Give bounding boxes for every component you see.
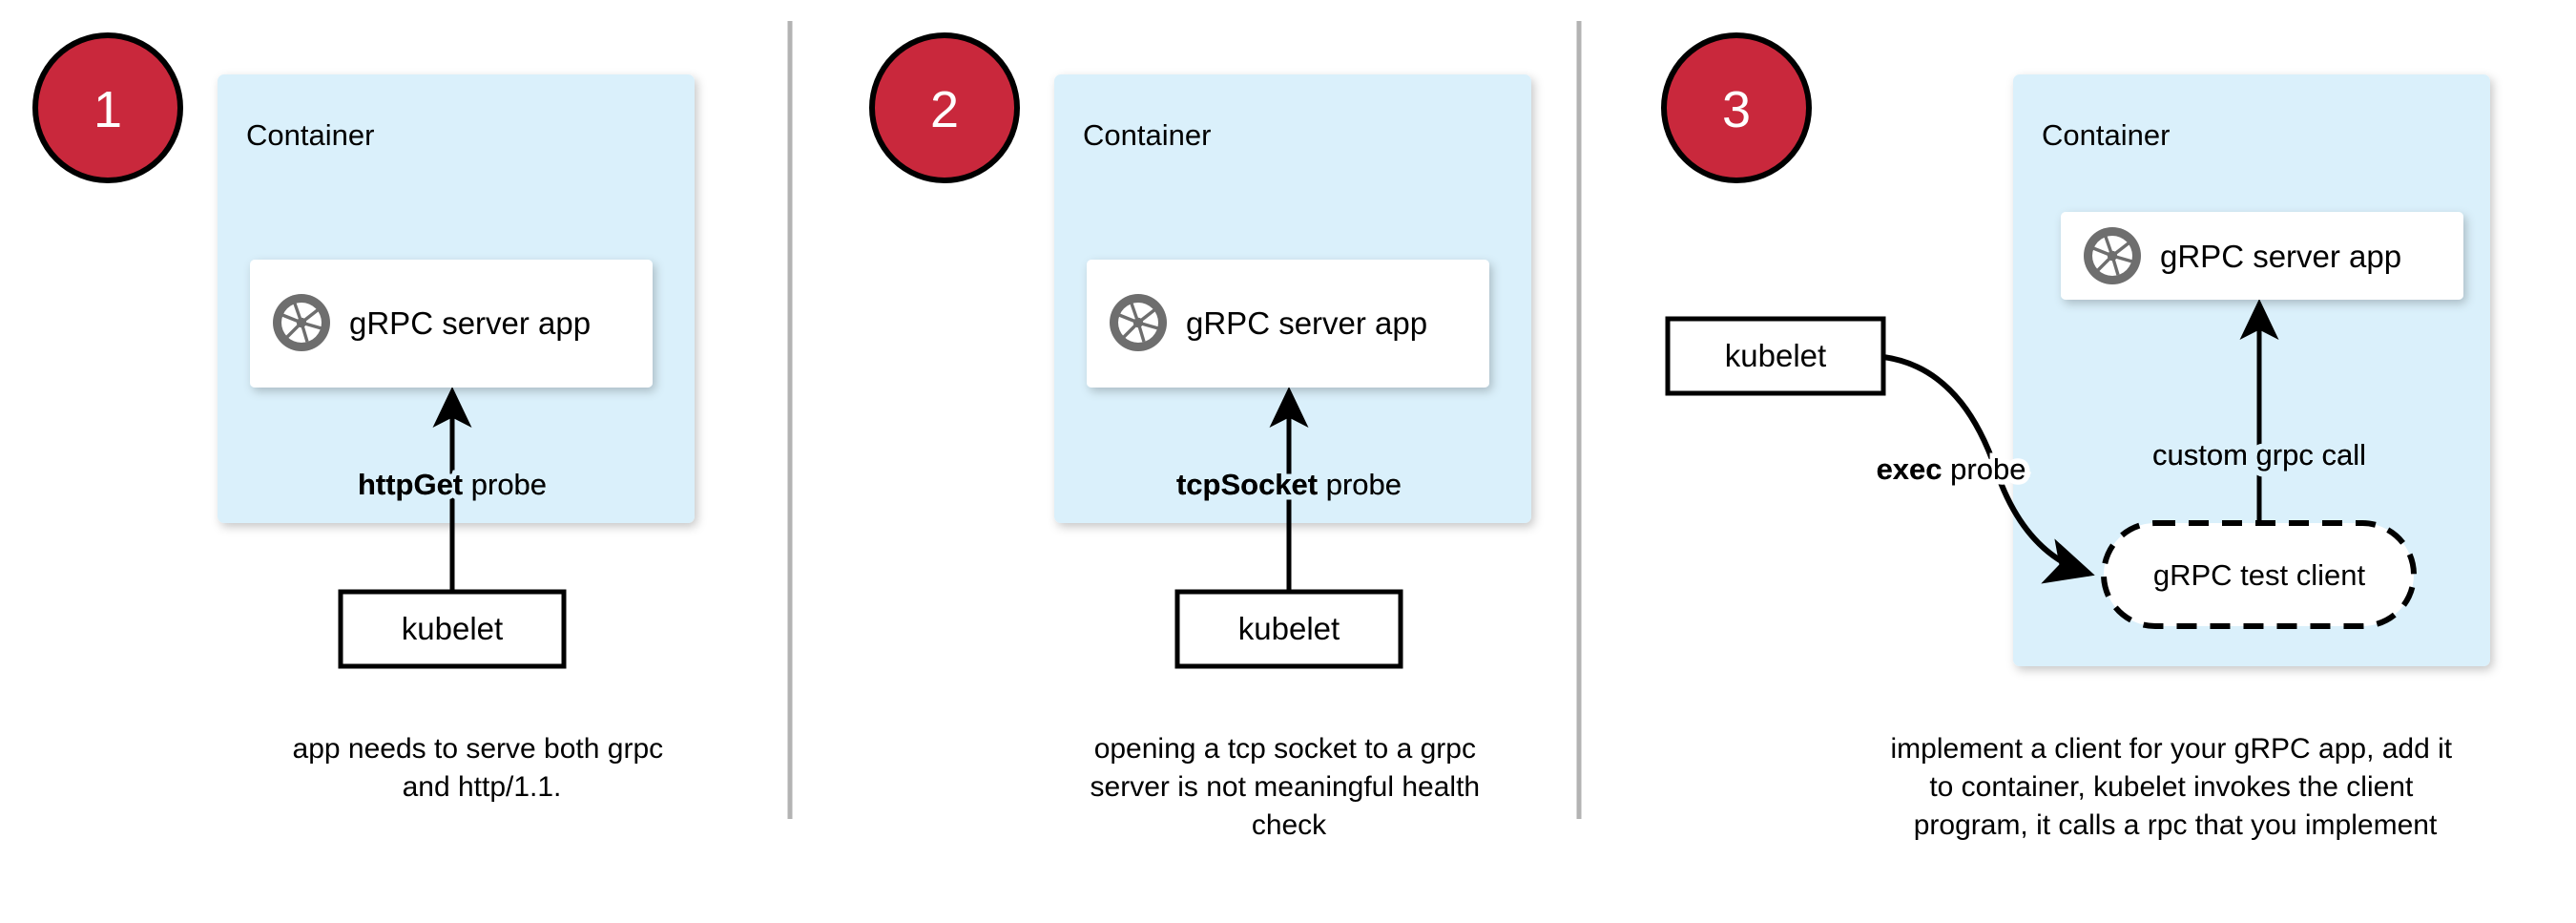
kubelet-label-1: kubelet: [402, 611, 503, 646]
tcpsocket-probe-label-halo: tcpSocket probe: [1176, 468, 1402, 501]
step-badge-1-label: 1: [93, 81, 122, 138]
grpc-logo-icon: [273, 294, 330, 351]
step-badge-1-circle: [32, 32, 183, 183]
container-label-3: Container: [2042, 118, 2170, 152]
panel-caption-2: opening a tcp socket to a grpc server is…: [1091, 733, 1488, 841]
panel-1: Container: [32, 32, 695, 803]
step-badge-2-label: 2: [930, 81, 959, 138]
grpc-server-app-box-3: [2061, 212, 2463, 300]
grpc-server-app-label-1: gRPC server app: [349, 305, 591, 341]
panel-3: Container gRPC server app: [1661, 32, 2490, 841]
container-label-1: Container: [246, 118, 374, 152]
panel-caption-1: app needs to serve both grpc and http/1.…: [293, 733, 672, 803]
kubelet-box-2: [1174, 589, 1403, 669]
grpc-test-client-label: gRPC test client: [2153, 558, 2366, 592]
grpc-server-app-label-3: gRPC server app: [2160, 239, 2401, 274]
exec-probe-arrow: [1882, 354, 2095, 584]
panel-caption-3: implement a client for your gRPC app, ad…: [1891, 733, 2461, 841]
grpc-test-client-box: [2101, 520, 2417, 629]
container-label-2: Container: [1083, 118, 1211, 152]
step-badge-3-label: 3: [1722, 81, 1751, 138]
exec-probe-label-halo: exec probe: [1877, 452, 2026, 486]
custom-grpc-call-label: custom grpc call: [2152, 438, 2366, 472]
kubelet-label-2: kubelet: [1238, 611, 1340, 646]
exec-probe-label: exec probe: [1877, 452, 2026, 486]
panel-2: Container gRPC server app tcpSocket p: [869, 32, 1531, 841]
step-badge-2-circle: [869, 32, 1020, 183]
httpget-probe-label-halo: httpGet probe: [358, 468, 547, 501]
custom-grpc-call-label-halo: custom grpc call: [2152, 438, 2366, 472]
grpc-server-app-box-1: [250, 260, 653, 388]
kubelet-label-3: kubelet: [1725, 338, 1826, 373]
grpc-logo-icon: [2084, 227, 2141, 284]
tcpsocket-probe-label: tcpSocket probe: [1176, 468, 1402, 501]
step-badge-3-circle: [1661, 32, 1812, 183]
kubelet-box-3: [1665, 316, 1886, 396]
kubelet-box-1: [338, 589, 567, 669]
httpget-probe-label: httpGet probe: [358, 468, 547, 501]
grpc-logo-icon: [1110, 294, 1167, 351]
grpc-server-app-label-2: gRPC server app: [1186, 305, 1427, 341]
grpc-server-app-box-2: [1087, 260, 1489, 388]
